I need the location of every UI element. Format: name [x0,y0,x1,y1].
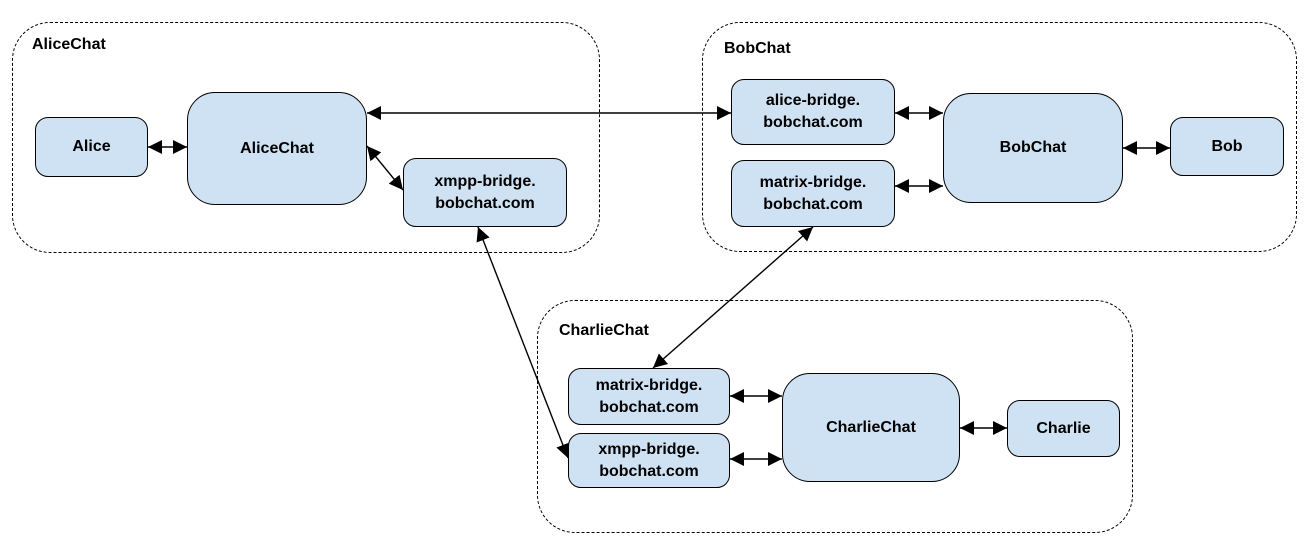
node-alice: Alice [35,117,148,177]
node-alicechat-server: AliceChat [187,92,367,205]
node-alice-bridge-bob: alice-bridge. bobchat.com [731,79,895,145]
node-charlie: Charlie [1007,400,1120,457]
group-alicechat-label: AliceChat [32,36,106,53]
node-bob: Bob [1170,117,1284,176]
group-bobchat-label: BobChat [724,40,791,57]
node-xmpp-bridge-charlie: xmpp-bridge. bobchat.com [568,433,730,488]
node-bobchat-server: BobChat [943,93,1123,203]
node-matrix-bridge-charlie: matrix-bridge. bobchat.com [568,368,730,425]
node-charliechat-server: CharlieChat [782,373,960,482]
group-charliechat-label: CharlieChat [559,322,649,339]
node-matrix-bridge-bob: matrix-bridge. bobchat.com [731,160,895,227]
node-xmpp-bridge-alice: xmpp-bridge. bobchat.com [403,158,567,227]
group-alicechat [12,22,600,253]
group-bobchat [702,22,1297,252]
